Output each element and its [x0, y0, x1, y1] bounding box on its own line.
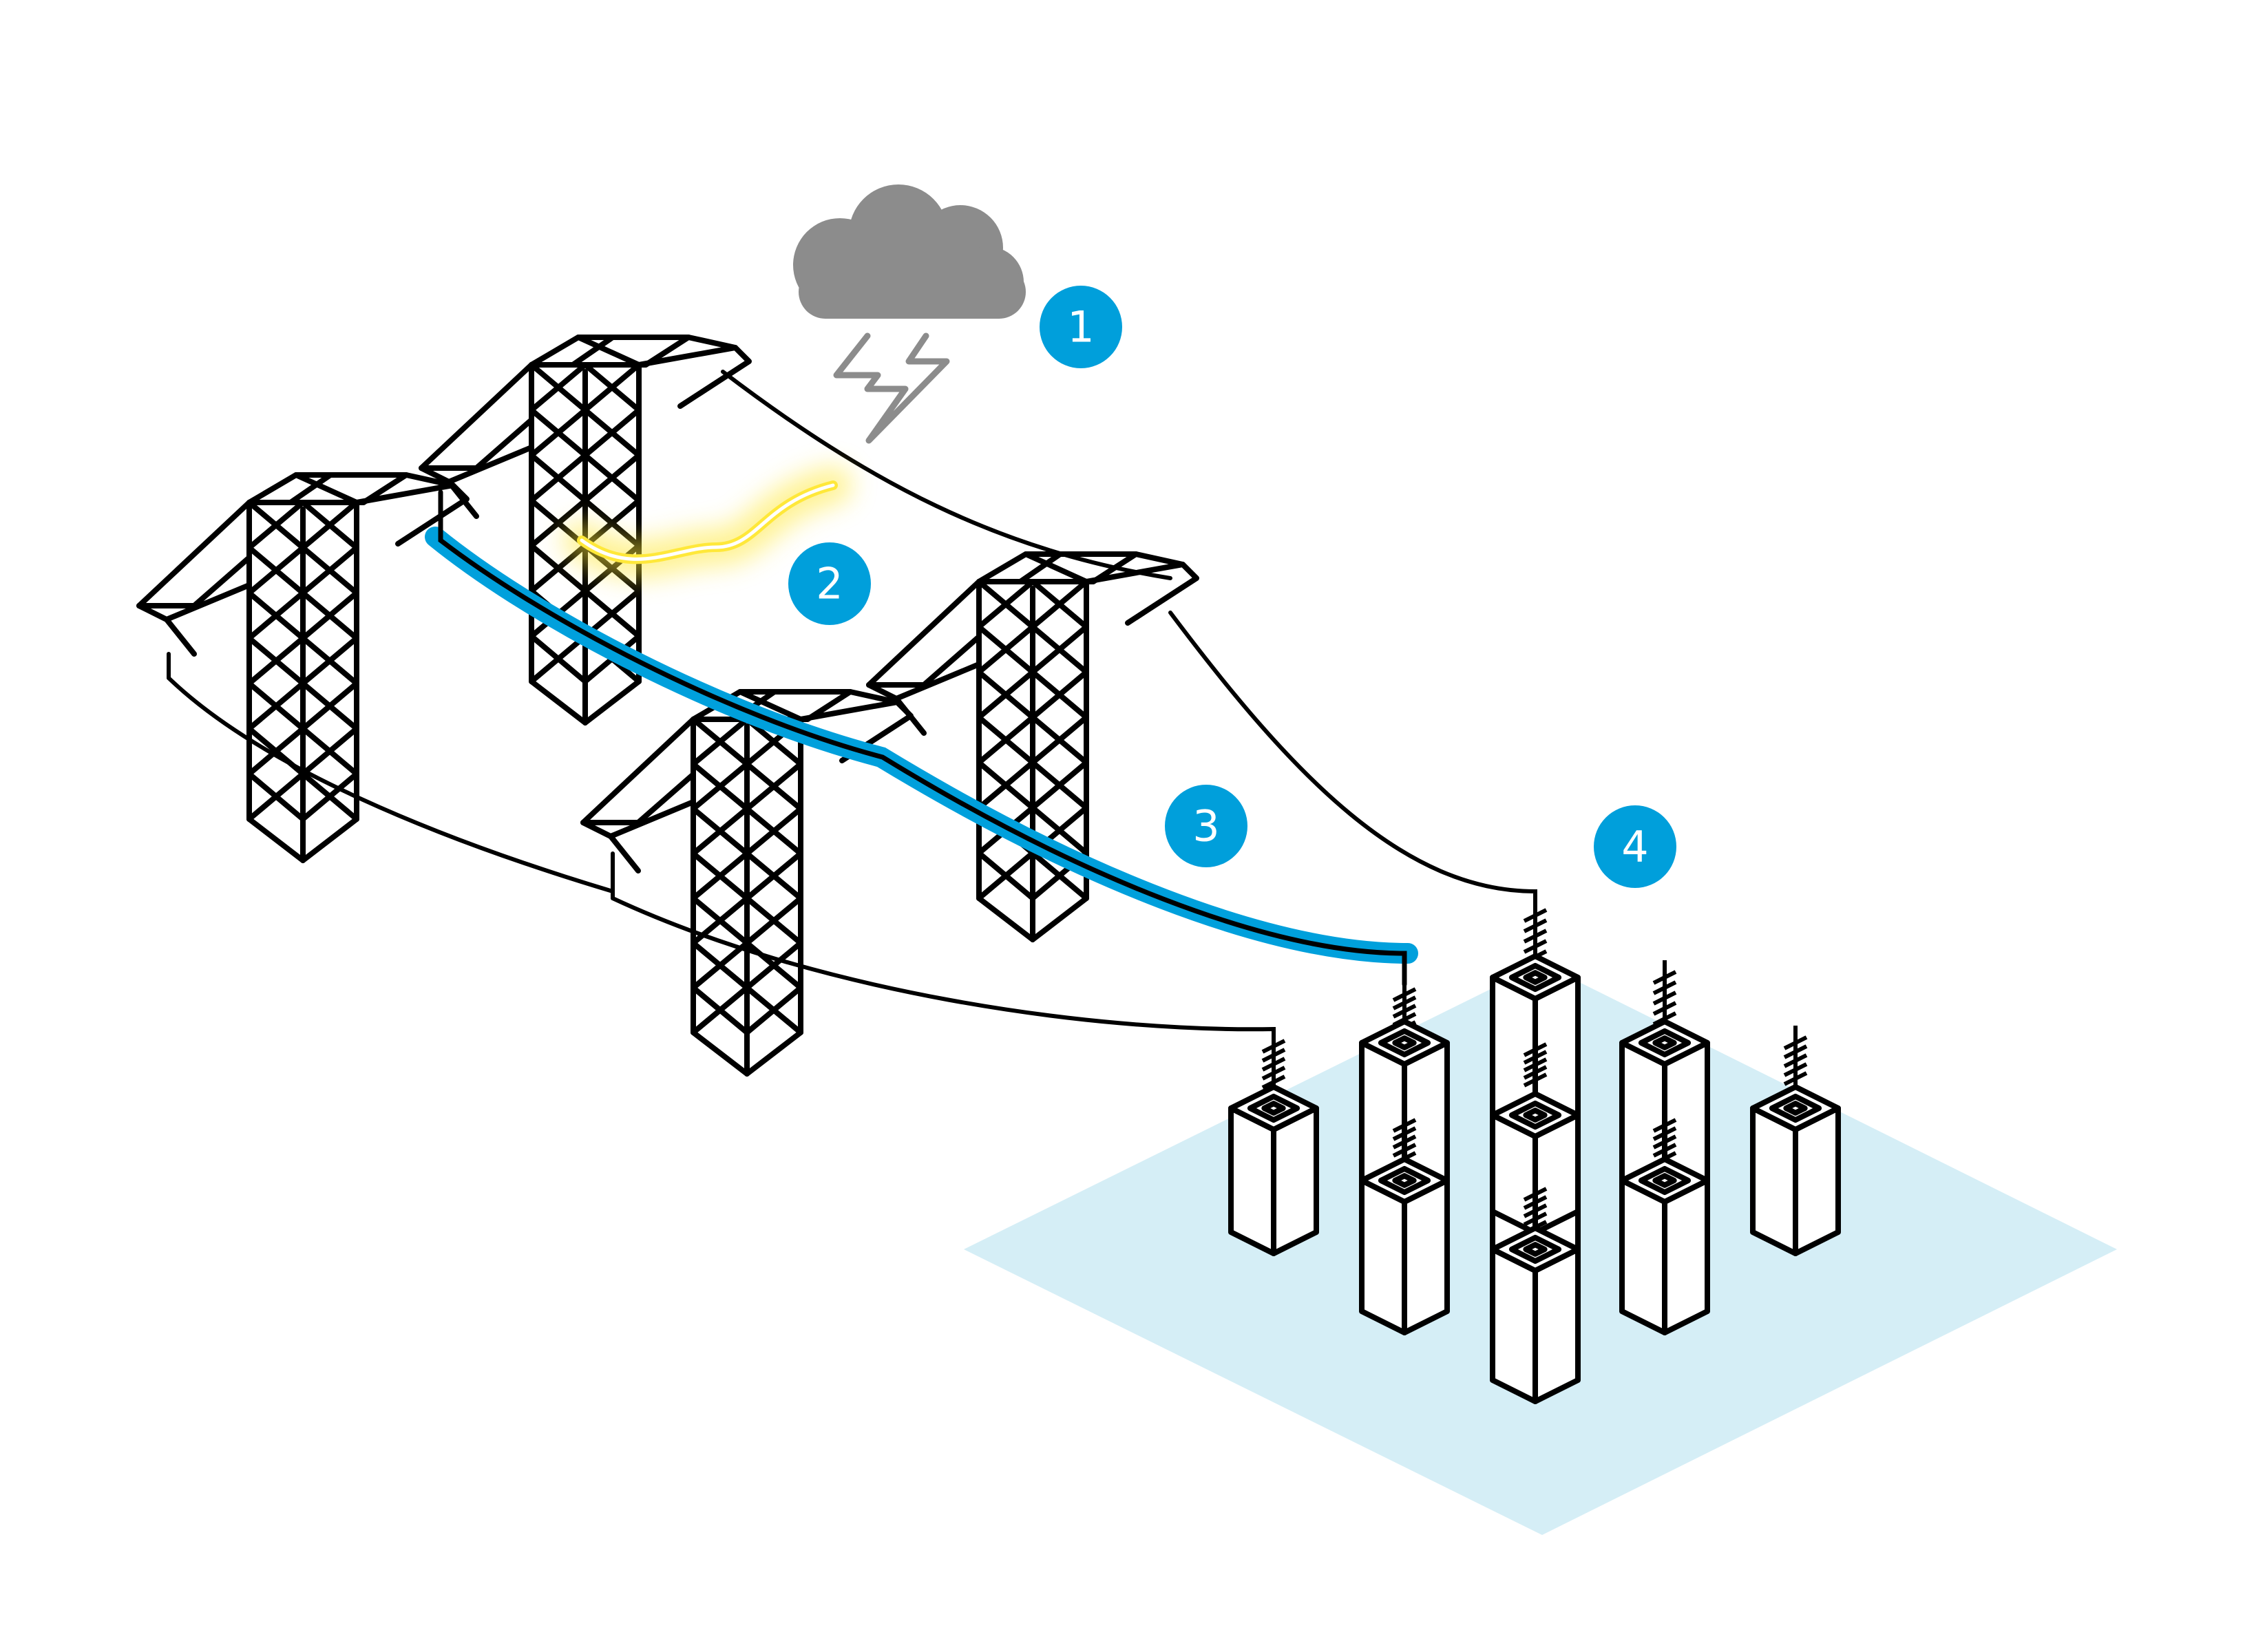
lightning-bolt-icon — [833, 332, 950, 444]
transformer-unit — [1490, 1225, 1581, 1404]
transformer-unit — [1619, 1156, 1710, 1335]
marker-4[interactable]: 4 — [1594, 805, 1676, 888]
transformer-unit — [1750, 1084, 1841, 1256]
power-line — [611, 896, 1276, 1041]
transformer-unit — [1359, 1019, 1450, 1205]
storm-cloud-icon — [793, 184, 1026, 319]
insulator — [1392, 1108, 1417, 1174]
substation-equipment — [1228, 898, 1841, 1404]
marker-label: 3 — [1192, 801, 1219, 851]
lattice-tower — [419, 335, 752, 726]
marker-1[interactable]: 1 — [1040, 286, 1122, 368]
cable-core — [438, 489, 1407, 987]
transformer-unit — [1359, 1156, 1450, 1335]
insulator — [1523, 1032, 1548, 1094]
lightning-flash-core — [580, 483, 835, 561]
marker-3[interactable]: 3 — [1165, 785, 1247, 867]
power-line — [1168, 611, 1537, 924]
marker-label: 2 — [816, 559, 843, 609]
lattice-tower — [866, 551, 1199, 942]
power-line — [167, 676, 615, 893]
power-line — [721, 370, 1172, 580]
power-lines — [167, 370, 1537, 1041]
lattice-tower — [136, 472, 470, 863]
marker-label: 1 — [1067, 302, 1094, 352]
marker-2[interactable]: 2 — [788, 542, 871, 625]
insulator — [1783, 1026, 1808, 1094]
highlighted-cable — [425, 527, 1418, 964]
transformer-unit — [1228, 1084, 1319, 1256]
marker-label: 4 — [1621, 822, 1648, 872]
transmission-towers — [136, 335, 1199, 1077]
